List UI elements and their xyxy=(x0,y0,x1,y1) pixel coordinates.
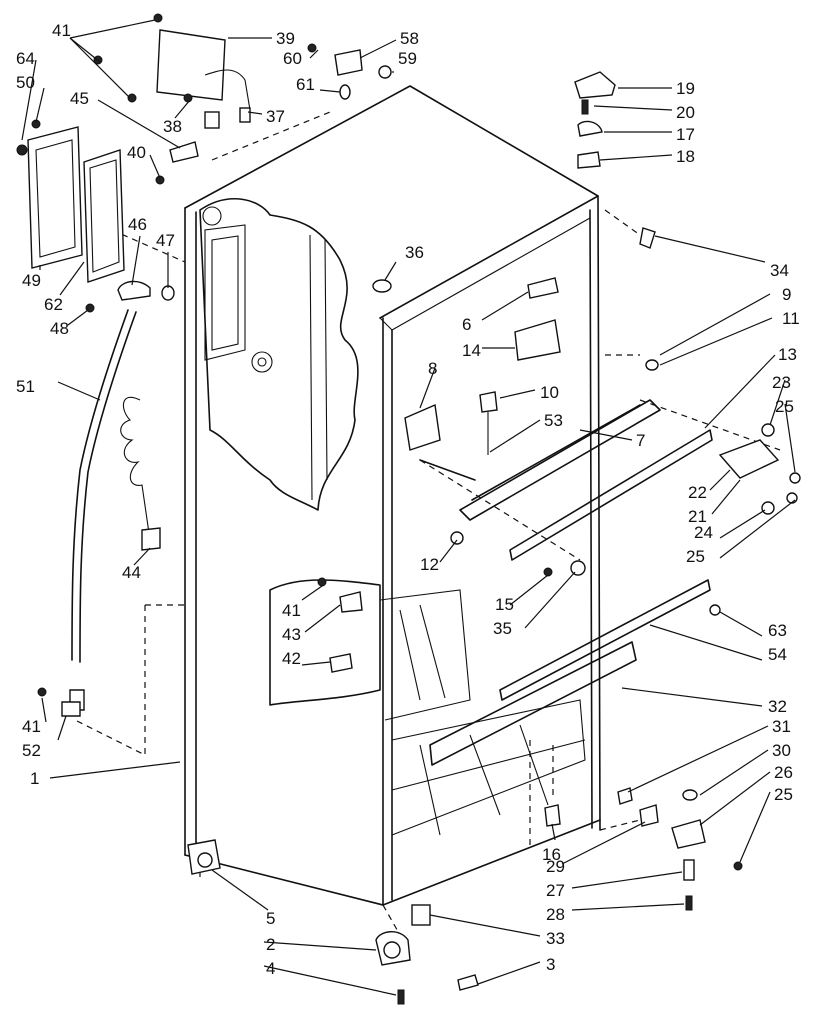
callout-10: 10 xyxy=(540,383,559,402)
callout-29: 29 xyxy=(546,857,565,876)
callout-35: 35 xyxy=(493,619,512,638)
callout-41: 41 xyxy=(282,601,301,620)
callout-25: 25 xyxy=(774,785,793,804)
callout-38: 38 xyxy=(163,117,182,136)
callout-45: 45 xyxy=(70,89,89,108)
callout-25: 25 xyxy=(775,397,794,416)
callout-61: 61 xyxy=(296,75,315,94)
callout-11: 11 xyxy=(782,309,800,328)
callout-5: 5 xyxy=(266,909,275,928)
callout-60: 60 xyxy=(283,49,302,68)
callout-28: 28 xyxy=(546,905,565,924)
callout-41: 41 xyxy=(22,717,41,736)
shelf-rails xyxy=(429,399,713,766)
callout-20: 20 xyxy=(676,103,695,122)
callout-27: 27 xyxy=(546,881,565,900)
callout-39: 39 xyxy=(276,29,295,48)
callout-1: 1 xyxy=(30,769,39,788)
callout-47: 47 xyxy=(156,231,175,250)
callout-17: 17 xyxy=(676,125,695,144)
callout-12: 12 xyxy=(420,555,439,574)
callout-18: 18 xyxy=(676,147,695,166)
callout-30: 30 xyxy=(772,741,791,760)
callout-22: 22 xyxy=(688,483,707,502)
callout-58: 58 xyxy=(400,29,419,48)
callout-23: 23 xyxy=(772,373,791,392)
callout-53: 53 xyxy=(544,411,563,430)
callout-14: 14 xyxy=(462,341,481,360)
callout-52: 52 xyxy=(22,741,41,760)
callout-40: 40 xyxy=(127,143,146,162)
callout-6: 6 xyxy=(462,315,471,334)
callout-59: 59 xyxy=(398,49,417,68)
callout-3: 3 xyxy=(546,955,555,974)
callout-49: 49 xyxy=(22,271,41,290)
callout-41: 41 xyxy=(52,21,71,40)
callout-31: 31 xyxy=(772,717,791,736)
callout-19: 19 xyxy=(676,79,695,98)
callout-16: 16 xyxy=(542,845,561,864)
callout-62: 62 xyxy=(44,295,63,314)
callout-9: 9 xyxy=(782,285,791,304)
callout-26: 26 xyxy=(774,763,793,782)
callout-43: 43 xyxy=(282,625,301,644)
callout-64: 64 xyxy=(16,49,35,68)
callout-34: 34 xyxy=(770,261,789,280)
callout-7: 7 xyxy=(636,431,645,450)
cabinet-shell xyxy=(74,85,781,936)
callout-21: 21 xyxy=(688,507,707,526)
callout-44: 44 xyxy=(122,563,141,582)
callout-51: 51 xyxy=(16,377,35,396)
callout-54: 54 xyxy=(768,645,787,664)
callout-8: 8 xyxy=(428,359,437,378)
callout-50: 50 xyxy=(16,73,35,92)
callout-63: 63 xyxy=(768,621,787,640)
callout-33: 33 xyxy=(546,929,565,948)
callout-2: 2 xyxy=(266,935,275,954)
callout-48: 48 xyxy=(50,319,69,338)
callout-32: 32 xyxy=(768,697,787,716)
callout-42: 42 xyxy=(282,649,301,668)
callout-13: 13 xyxy=(778,345,797,364)
callout-37: 37 xyxy=(266,107,285,126)
callout-46: 46 xyxy=(128,215,147,234)
callout-15: 15 xyxy=(495,595,514,614)
callout-36: 36 xyxy=(405,243,424,262)
callout-4: 4 xyxy=(266,959,275,978)
leader-lines xyxy=(21,19,796,996)
callout-24: 24 xyxy=(694,523,713,542)
callout-25: 25 xyxy=(686,547,705,566)
parts xyxy=(16,13,801,1005)
